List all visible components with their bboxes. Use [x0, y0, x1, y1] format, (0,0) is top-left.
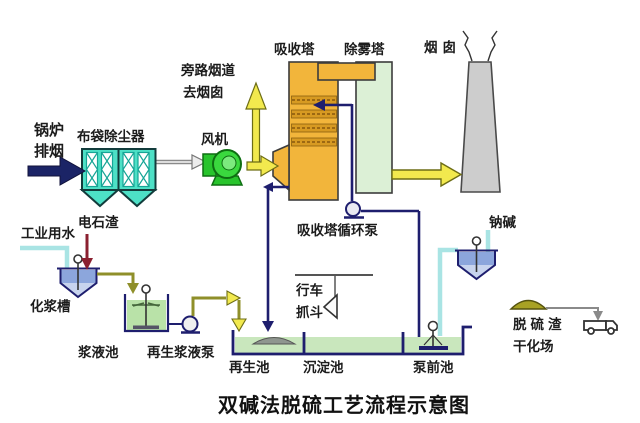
slurry-pool-shape	[123, 284, 170, 333]
slurry-feed-arrowhead	[127, 283, 139, 294]
chimney-rod-left	[462, 30, 473, 62]
bypass-label-line2: 去烟囱	[183, 85, 224, 101]
bypass-label-line1: 旁路烟道	[181, 63, 235, 79]
boiler-gas-arrow	[27, 156, 87, 186]
bypass-up-arrow	[245, 81, 267, 110]
slurry-mixing-tank-label: 化浆槽	[30, 299, 71, 315]
drain-corner-arrowhead	[263, 182, 273, 192]
sediment-pool-label: 沉淀池	[303, 360, 344, 376]
chimney-label: 烟囱	[424, 40, 461, 56]
demister-label: 除雾塔	[344, 42, 385, 58]
slurry-mixing-tank-shape	[57, 254, 100, 299]
carbide-slag-label: 电石渣	[78, 215, 119, 231]
slurry-pool-label: 浆液池	[78, 345, 119, 361]
prepump-pool-label: 泵前池	[413, 360, 454, 376]
slag-haul-line	[546, 307, 599, 313]
sludge-mound	[251, 337, 297, 345]
basin-walls	[231, 325, 472, 356]
crane-label-line1: 行车	[296, 283, 323, 299]
filter-fan-arrowhead	[191, 154, 208, 170]
regen-pool-label: 再生池	[229, 360, 270, 376]
absorber-spray-bands	[291, 95, 337, 147]
slag-haul-arrowhead	[593, 311, 603, 321]
circulation-pump-shape	[344, 201, 364, 219]
basin-water	[235, 337, 461, 353]
slag-label-line2: 干化场	[513, 339, 554, 355]
bag-filter-label: 布袋除尘器	[77, 129, 145, 145]
regen-right-arrowhead	[226, 290, 242, 306]
clean-gas-arrow	[391, 161, 463, 188]
slag-mound	[509, 299, 548, 310]
chimney-rod-right	[487, 30, 498, 62]
fan-outlet-arrow	[246, 154, 280, 178]
demister-tower-shape	[355, 61, 393, 194]
bypass-duct-shape	[251, 107, 261, 165]
chimney-shape	[460, 61, 501, 193]
absorber-label: 吸收塔	[274, 42, 315, 58]
soda-tank-shape	[455, 236, 498, 281]
slag-label-line1: 脱硫渣	[513, 317, 566, 333]
crane-label-line2: 抓斗	[296, 305, 323, 321]
diagram-title: 双碱法脱硫工艺流程示意图	[218, 393, 470, 417]
bag-filter-cells	[85, 151, 150, 188]
spray-arrowhead	[313, 99, 325, 111]
cyan-pipes	[20, 230, 491, 336]
circulation-piping	[266, 103, 421, 338]
fan-label: 风机	[201, 132, 228, 148]
crane-shape	[295, 274, 373, 320]
soda-alkali-label: 钠碱	[489, 215, 516, 231]
boiler-label-line2: 排烟	[34, 142, 65, 160]
regen-slurry-pump-label: 再生浆液泵	[147, 345, 215, 361]
regen-slurry-pump-shape	[168, 315, 200, 334]
circulation-pump-label: 吸收塔循环泵	[297, 223, 378, 239]
olive-pipes	[97, 272, 241, 319]
absorber-top-duct	[317, 62, 376, 81]
truck-icon	[583, 320, 618, 335]
drain-down-arrowhead	[262, 321, 274, 332]
boiler-label-line1: 锅炉	[34, 121, 65, 139]
industrial-water-label: 工业用水	[21, 226, 75, 242]
carbide-slag-arrowhead	[81, 258, 93, 270]
prepump-agitator	[419, 320, 448, 350]
fan-shape	[202, 149, 244, 186]
regen-down-arrowhead	[231, 318, 247, 333]
